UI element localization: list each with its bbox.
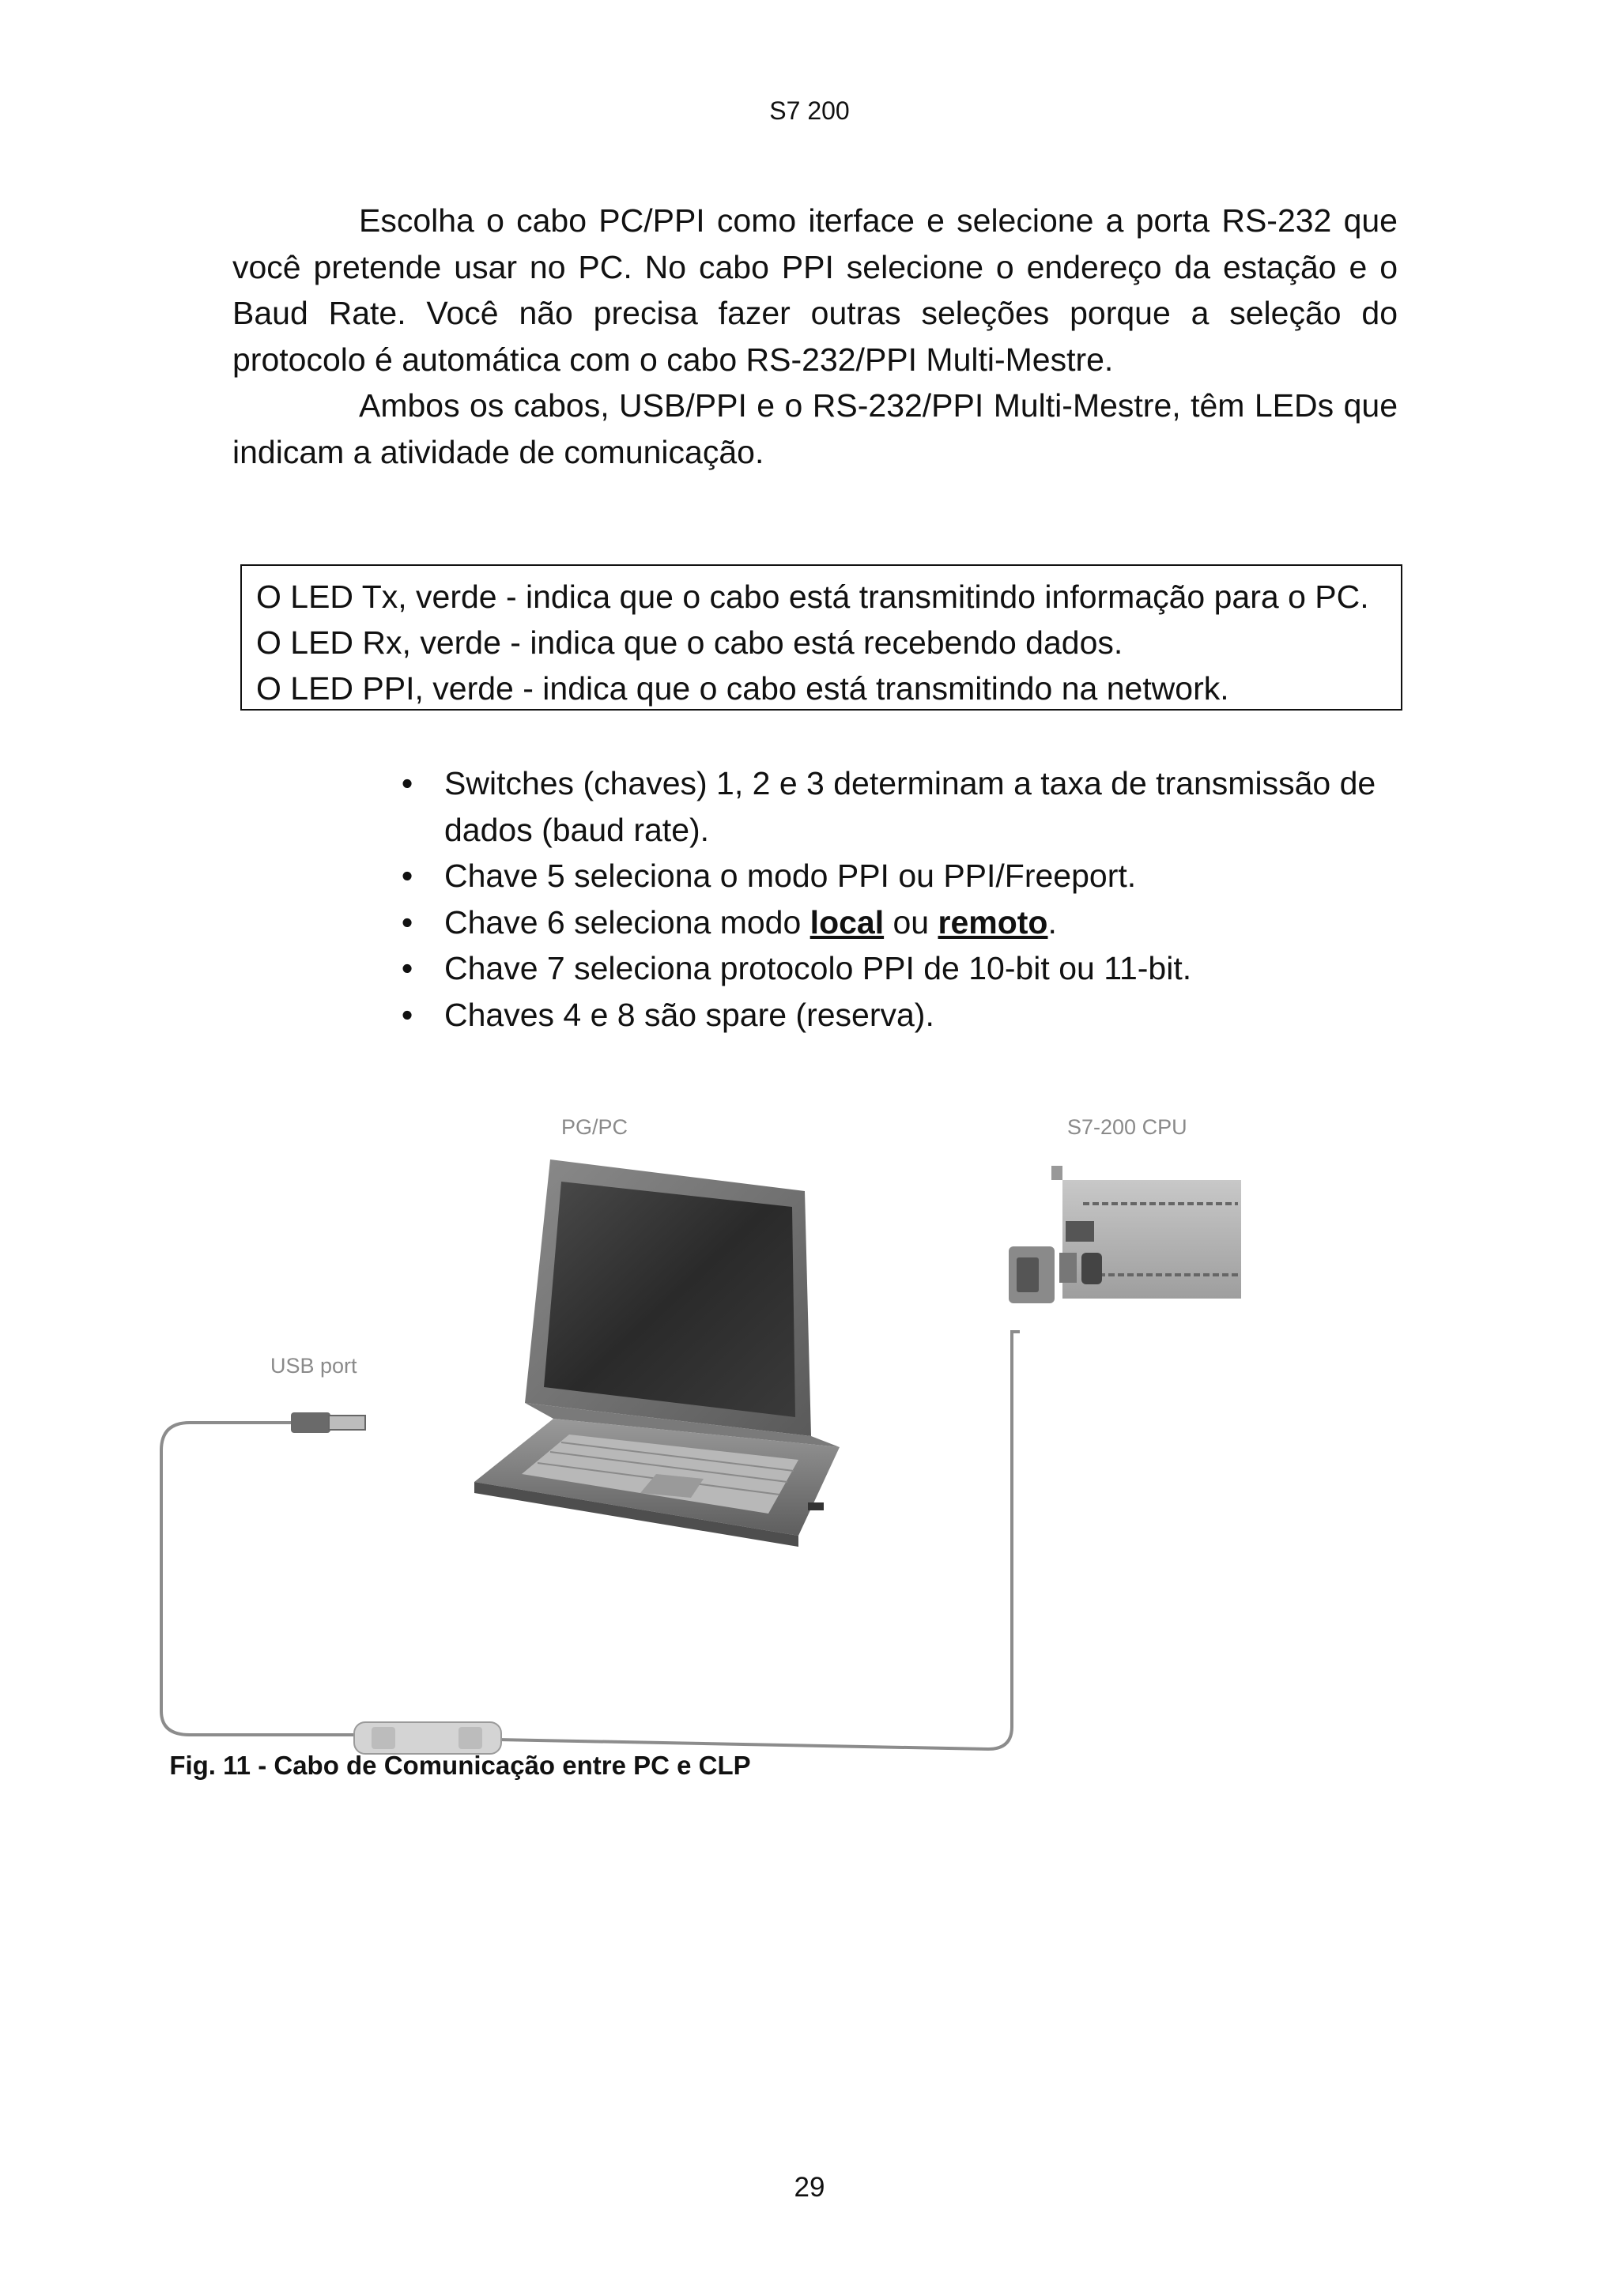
bullet-text-middle: ou xyxy=(884,903,938,941)
cable-diagram: PG/PC S7-200 CPU USB port xyxy=(160,1115,1241,1755)
led-info-box: O LED Tx, verde - indica que o cabo está… xyxy=(240,564,1402,711)
bullet-marker: • xyxy=(401,765,413,801)
figure-caption: Fig. 11 - Cabo de Comunicação entre PC e… xyxy=(169,1751,751,1780)
bullet-text: Chave 6 seleciona modo local ou remoto. xyxy=(444,904,1057,941)
list-item: • Switches (chaves) 1, 2 e 3 determinam … xyxy=(395,760,1423,853)
pc-label: PG/PC xyxy=(561,1115,628,1139)
bullet-text: Switches (chaves) 1, 2 e 3 determinam a … xyxy=(444,765,1376,848)
plc-connector xyxy=(1009,1246,1055,1303)
paragraph-1: Escolha o cabo PC/PPI como iterface e se… xyxy=(232,202,1398,378)
bullet-text: Chave 7 seleciona protocolo PPI de 10-bi… xyxy=(444,950,1192,986)
bullet-marker: • xyxy=(401,858,413,894)
led-tx-line: O LED Tx, verde - indica que o cabo está… xyxy=(256,579,1369,615)
bullet-text-prefix: Chave 6 seleciona modo xyxy=(444,903,810,941)
bullet-marker: • xyxy=(401,903,413,941)
bullet-text: Chave 5 seleciona o modo PPI ou PPI/Free… xyxy=(444,858,1137,894)
plc-illustration xyxy=(1051,1166,1241,1299)
bullet-text: Chaves 4 e 8 são spare (reserva). xyxy=(444,996,934,1033)
list-item: • Chave 6 seleciona modo local ou remoto… xyxy=(395,899,1423,946)
bullet-marker: • xyxy=(401,950,413,986)
page-number: 29 xyxy=(794,2172,825,2203)
switch-list: • Switches (chaves) 1, 2 e 3 determinam … xyxy=(395,760,1423,1038)
cable xyxy=(160,1330,1020,1751)
bullet-marker: • xyxy=(401,996,413,1033)
led-ppi-line: O LED PPI, verde - indica que o cabo est… xyxy=(256,670,1229,707)
remote-term: remoto xyxy=(938,903,1048,941)
laptop-illustration xyxy=(474,1159,840,1547)
list-item: • Chave 5 seleciona o modo PPI ou PPI/Fr… xyxy=(395,853,1423,899)
local-term: local xyxy=(810,903,885,941)
usb-connector xyxy=(291,1412,366,1433)
page-header: S7 200 xyxy=(769,96,850,125)
usb-port-label: USB port xyxy=(270,1354,357,1378)
paragraph-2: Ambos os cabos, USB/PPI e o RS-232/PPI M… xyxy=(232,387,1398,470)
cpu-label: S7-200 CPU xyxy=(1067,1115,1187,1139)
ppi-converter-module xyxy=(353,1721,502,1755)
list-item: • Chaves 4 e 8 são spare (reserva). xyxy=(395,992,1423,1039)
bullet-text-suffix: . xyxy=(1047,903,1057,941)
led-rx-line: O LED Rx, verde - indica que o cabo está… xyxy=(256,624,1123,661)
list-item: • Chave 7 seleciona protocolo PPI de 10-… xyxy=(395,945,1423,992)
